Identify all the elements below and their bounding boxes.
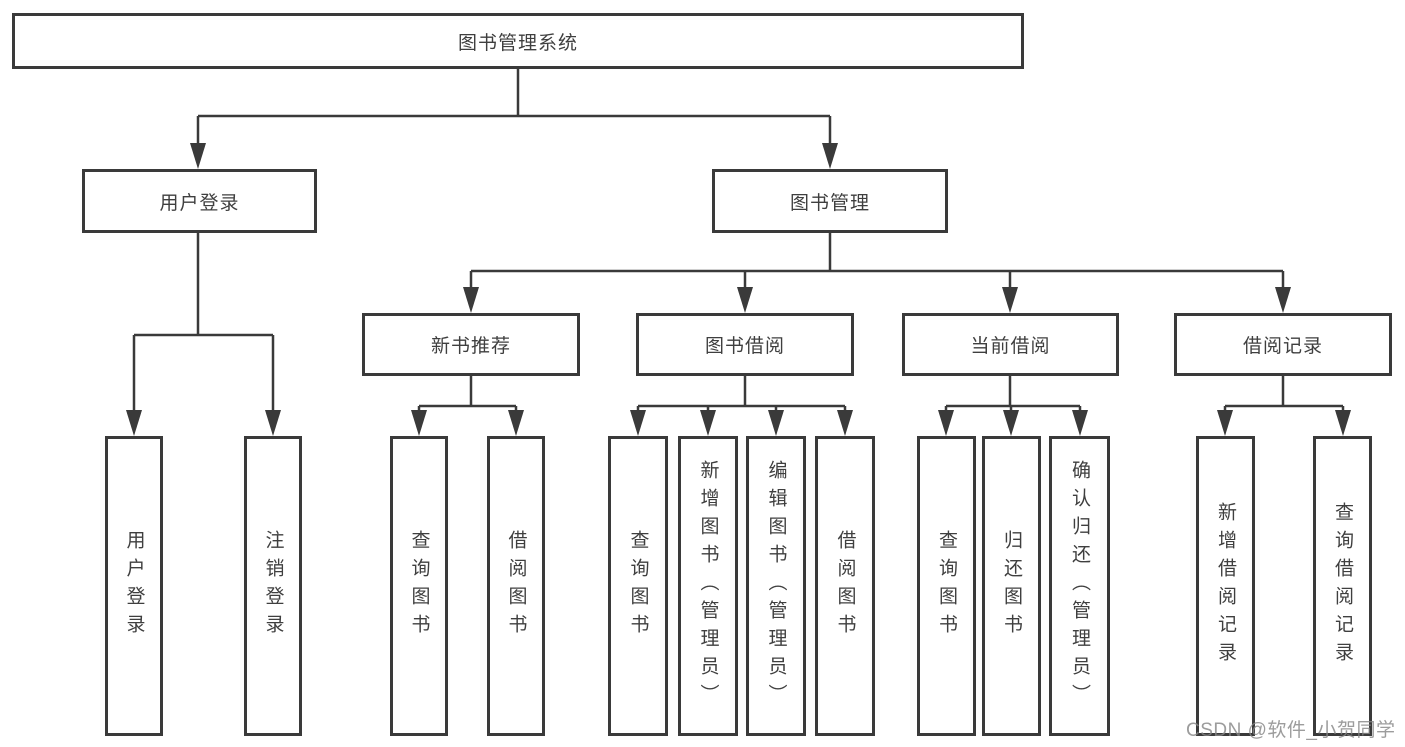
node-new-book-recommend: 新书推荐 bbox=[362, 313, 580, 376]
arrow-down-icon bbox=[1002, 287, 1018, 313]
node-label: 图书借阅 bbox=[704, 336, 785, 357]
arrow-down-icon bbox=[190, 143, 206, 169]
leaf-query-books-current: 查询图书 bbox=[917, 436, 976, 736]
arrow-down-icon bbox=[822, 143, 838, 169]
arrow-down-icon bbox=[411, 410, 427, 436]
node-label: 借阅图书 bbox=[505, 530, 527, 642]
leaf-query-borrow-record: 查询借阅记录 bbox=[1313, 436, 1372, 736]
node-label: 编辑图书（管理员） bbox=[765, 460, 787, 712]
leaf-query-books-recommend: 查询图书 bbox=[390, 436, 448, 736]
arrow-down-icon bbox=[737, 287, 753, 313]
arrow-down-icon bbox=[768, 410, 784, 436]
node-library-system: 图书管理系统 bbox=[12, 13, 1024, 69]
node-label: 新增借阅记录 bbox=[1215, 502, 1236, 670]
leaf-query-books-borrowing: 查询图书 bbox=[608, 436, 668, 736]
node-label: 借阅图书 bbox=[834, 530, 856, 642]
csdn-watermark: CSDN @软件_小贺同学 bbox=[1186, 720, 1396, 741]
leaf-logout: 注销登录 bbox=[244, 436, 302, 736]
node-label: 新书推荐 bbox=[430, 336, 511, 357]
leaf-add-books-admin: 新增图书（管理员） bbox=[678, 436, 738, 736]
node-label: 图书管理系统 bbox=[457, 32, 578, 54]
connector-new-book bbox=[417, 376, 518, 414]
arrow-down-icon bbox=[938, 410, 954, 436]
connector-root bbox=[196, 69, 832, 145]
arrow-down-icon bbox=[126, 410, 142, 436]
node-label: 查询图书 bbox=[936, 530, 957, 642]
node-label: 用户登录 bbox=[123, 530, 145, 642]
connector-book-borrowing bbox=[636, 376, 847, 414]
arrow-down-icon bbox=[1003, 410, 1019, 436]
arrow-down-icon bbox=[700, 410, 716, 436]
arrowhead-icons bbox=[126, 143, 1351, 436]
leaf-add-borrow-record: 新增借阅记录 bbox=[1196, 436, 1255, 736]
node-book-borrowing: 图书借阅 bbox=[636, 313, 854, 376]
arrow-down-icon bbox=[630, 410, 646, 436]
node-label: 确认归还（管理员） bbox=[1069, 460, 1090, 712]
arrow-down-icon bbox=[463, 287, 479, 313]
leaf-edit-books-admin: 编辑图书（管理员） bbox=[746, 436, 806, 736]
leaf-user-login: 用户登录 bbox=[105, 436, 163, 736]
node-label: 当前借阅 bbox=[970, 336, 1051, 357]
node-label: 用户登录 bbox=[159, 192, 240, 214]
node-label: 查询借阅记录 bbox=[1332, 502, 1353, 670]
node-label: 查询图书 bbox=[627, 530, 649, 642]
node-label: 注销登录 bbox=[262, 530, 284, 642]
arrow-down-icon bbox=[508, 410, 524, 436]
node-label: 查询图书 bbox=[408, 530, 430, 642]
arrow-down-icon bbox=[1217, 410, 1233, 436]
node-user-login: 用户登录 bbox=[82, 169, 317, 233]
connector-borrowing-records bbox=[1223, 376, 1345, 414]
leaf-confirm-return-admin: 确认归还（管理员） bbox=[1049, 436, 1110, 736]
leaf-borrow-books: 借阅图书 bbox=[815, 436, 875, 736]
leaf-return-books: 归还图书 bbox=[982, 436, 1041, 736]
connector-book-management bbox=[469, 233, 1285, 289]
arrow-down-icon bbox=[1072, 410, 1088, 436]
node-label: 借阅记录 bbox=[1242, 336, 1323, 357]
node-label: 归还图书 bbox=[1001, 530, 1022, 642]
leaf-borrow-books-recommend: 借阅图书 bbox=[487, 436, 545, 736]
arrow-down-icon bbox=[265, 410, 281, 436]
arrow-down-icon bbox=[837, 410, 853, 436]
node-book-management: 图书管理 bbox=[712, 169, 948, 233]
node-label: 新增图书（管理员） bbox=[697, 460, 719, 712]
node-label: 图书管理 bbox=[789, 192, 870, 214]
connector-user-login bbox=[132, 233, 275, 412]
node-current-borrowing: 当前借阅 bbox=[902, 313, 1119, 376]
arrow-down-icon bbox=[1275, 287, 1291, 313]
connector-current-borrowing bbox=[944, 376, 1082, 414]
node-borrowing-records: 借阅记录 bbox=[1174, 313, 1392, 376]
arrow-down-icon bbox=[1335, 410, 1351, 436]
